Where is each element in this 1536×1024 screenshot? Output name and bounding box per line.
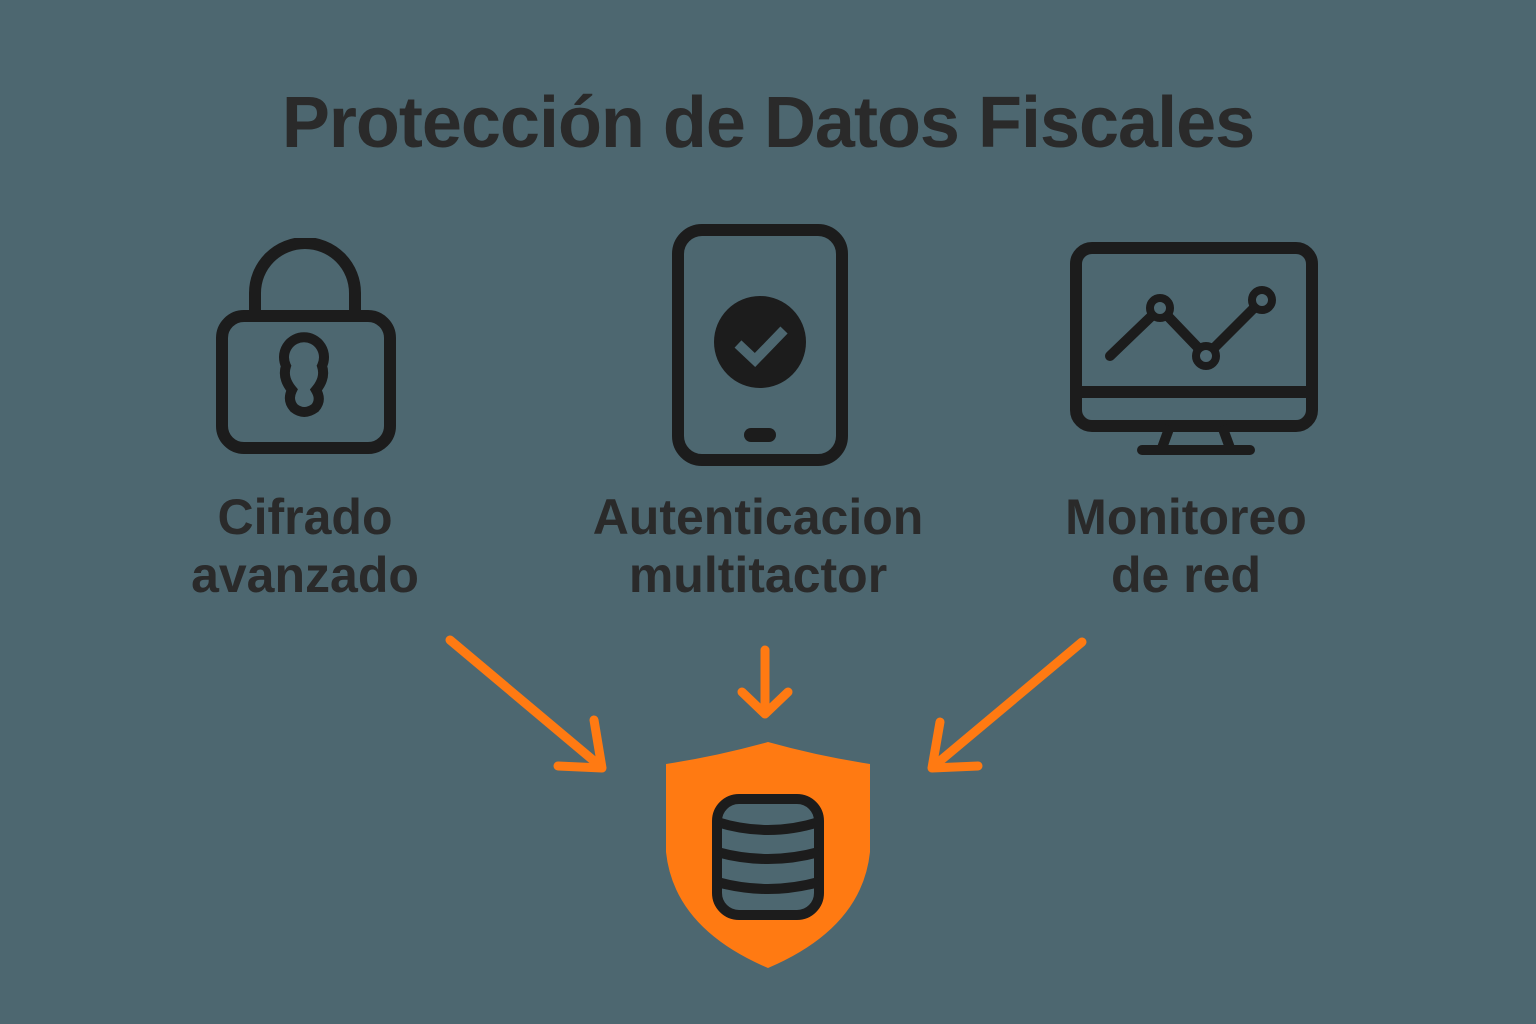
monitor-chart-icon: [1066, 240, 1322, 456]
label-monitoreo: Monitoreo de red: [1065, 489, 1307, 603]
smartphone-check-icon: [668, 222, 852, 470]
lock-icon: [210, 238, 400, 458]
label-autenticacion: Autenticacion multitactor: [592, 489, 924, 603]
label-cifrado: Cifrado avanzado: [191, 489, 419, 603]
page-title: Protección de Datos Fiscales: [281, 83, 1255, 163]
shield-database-icon: [666, 742, 870, 970]
